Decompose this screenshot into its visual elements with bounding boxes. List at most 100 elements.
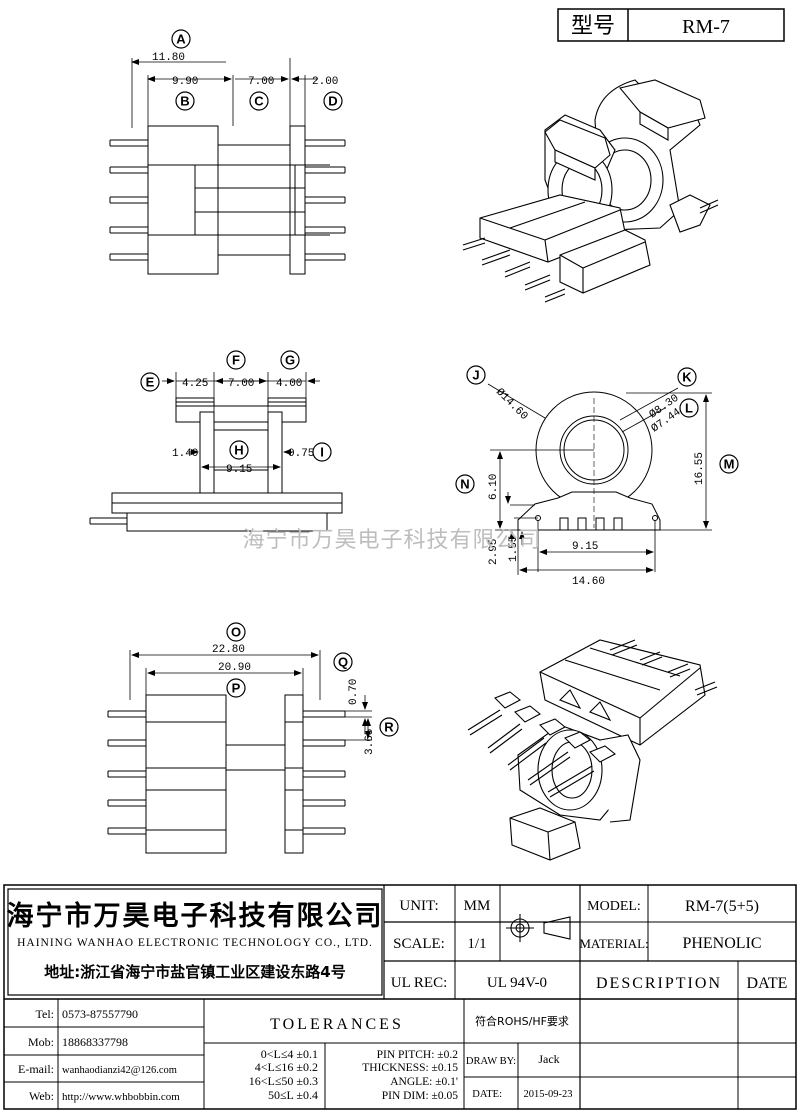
side-view-middle-dims: 4.25 7.00 4.00 1.40 0.75 9.15 [172, 378, 314, 476]
material-value: PHENOLIC [682, 935, 761, 952]
company-name-cn: 海宁市万昊电子科技有限公司 [7, 900, 384, 932]
date-field-value: 2015-09-23 [524, 1089, 573, 1100]
dim-O: 22.80 [212, 644, 245, 656]
callout-label-p: P [232, 681, 241, 696]
callout-circle-d [323, 91, 343, 111]
model-code: RM-7 [682, 16, 730, 38]
callout-circle-j [466, 365, 486, 385]
callout-circle-k [677, 367, 697, 387]
callout-label-c: C [254, 94, 264, 109]
callout-circle-f [226, 350, 246, 370]
rohs-note: 符合ROHS/HF要求 [475, 1014, 569, 1028]
callout-circle-o [226, 622, 246, 642]
dim-C: 7.00 [248, 76, 274, 88]
isometric-view-bottom [467, 639, 718, 861]
callout-label-r: R [384, 720, 394, 735]
contact-web-label: Web: [29, 1089, 54, 1103]
title-block-text: 海宁市万昊电子科技有限公司 HAINING WANHAO ELECTRONIC … [7, 898, 788, 1103]
pin-spec-1: PIN PITCH: ±0.2 [377, 1049, 459, 1061]
description-label: DESCRIPTION [596, 975, 722, 992]
dim-H-left: 1.40 [172, 448, 198, 460]
date-label: DATE [747, 975, 788, 992]
tolerance-row-4: 50≤L ±0.4 [268, 1088, 318, 1102]
tolerance-row-2: 4<L≤16 ±0.2 [255, 1060, 318, 1074]
contact-email-value: wanhaodianzi42@126.com [62, 1065, 177, 1076]
dim-h2: 1.55 [508, 536, 520, 562]
callout-label-b: B [180, 94, 189, 109]
isometric-view-top [462, 79, 719, 303]
draw-by-value: Jack [538, 1052, 559, 1066]
callout-label-l: L [685, 401, 693, 416]
type-label: 型号 [571, 13, 615, 38]
unit-value: MM [464, 898, 491, 914]
dim-M: 16.55 [694, 452, 706, 485]
scale-value: 1/1 [467, 936, 486, 952]
dim-Q: 0.70 [348, 679, 360, 705]
dim-h1: 2.95 [488, 539, 500, 565]
callout-label-i: I [320, 445, 324, 460]
callout-label-h: H [234, 443, 243, 458]
side-view-top [109, 58, 346, 275]
tolerances-title: TOLERANCES [270, 1016, 404, 1033]
callout-circle-i [312, 442, 332, 462]
dim-I: 0.75 [288, 448, 314, 460]
dim-w1: 9.15 [572, 541, 598, 553]
pin-spec-4: PIN DIM: ±0.05 [382, 1090, 459, 1102]
title-block [3, 884, 797, 1110]
dim-D: 2.00 [312, 76, 338, 88]
ulrec-label: UL REC: [391, 975, 448, 991]
callout-circle-g [280, 350, 300, 370]
material-label: MATERIAL: [579, 936, 648, 951]
date-field-label: DATE: [472, 1089, 502, 1100]
callout-circle-m [719, 454, 739, 474]
callout-label-f: F [232, 353, 240, 368]
company-address: 地址:浙江省海宁市盐官镇工业区建设东路4号 [44, 963, 345, 981]
dim-F: 7.00 [228, 378, 254, 390]
model-value: RM-7(5+5) [685, 898, 759, 915]
side-view-top-dims: 11.80 9.90 7.00 2.00 [152, 52, 338, 88]
draw-by-label: DRAW BY: [466, 1056, 516, 1067]
model-header: 型号 RM-7 [557, 8, 785, 42]
dim-R: 3.65 [364, 729, 376, 755]
side-view-bottom [107, 650, 372, 854]
ulrec-value: UL 94V-0 [487, 975, 547, 991]
pin-spec-2: THICKNESS: ±0.15 [362, 1062, 458, 1074]
callout-label-a: A [176, 32, 186, 47]
callout-label-g: G [285, 353, 295, 368]
unit-label: UNIT: [399, 898, 438, 914]
callout-label-j: J [472, 368, 479, 383]
callout-circle-e [140, 372, 160, 392]
callout-circle-b [175, 91, 195, 111]
callout-circle-q [333, 652, 353, 672]
callout-label-k: K [682, 370, 692, 385]
callout-circle-c [249, 91, 269, 111]
dim-N: 6.10 [488, 474, 500, 500]
callout-circle-p [226, 678, 246, 698]
callout-circle-n [455, 474, 475, 494]
dim-P: 20.90 [218, 662, 251, 674]
dim-E: 4.25 [182, 378, 208, 390]
callout-label-q: Q [338, 655, 348, 670]
contact-tel-label: Tel: [36, 1007, 55, 1021]
callout-circle-h [229, 440, 249, 460]
callout-label-n: N [460, 477, 469, 492]
callout-circle-a [171, 29, 191, 49]
callout-label-o: O [231, 625, 241, 640]
dim-H: 9.15 [226, 464, 252, 476]
contact-mob-label: Mob: [28, 1035, 54, 1049]
dim-G: 4.00 [276, 378, 302, 390]
front-view [487, 383, 712, 575]
callout-label-d: D [328, 94, 337, 109]
dim-A: 11.80 [152, 52, 185, 64]
model-label: MODEL: [587, 899, 641, 914]
contact-mob-value: 18868337798 [62, 1035, 128, 1049]
side-view-middle [89, 372, 343, 532]
projection-symbol [506, 914, 571, 942]
pin-spec-3: ANGLE: ±0.1' [390, 1076, 458, 1088]
callout-circle-r [379, 717, 399, 737]
tolerance-row-3: 16<L≤50 ±0.3 [249, 1074, 318, 1088]
callout-circle-l [679, 398, 699, 418]
contact-tel-value: 0573-87557790 [62, 1007, 138, 1021]
